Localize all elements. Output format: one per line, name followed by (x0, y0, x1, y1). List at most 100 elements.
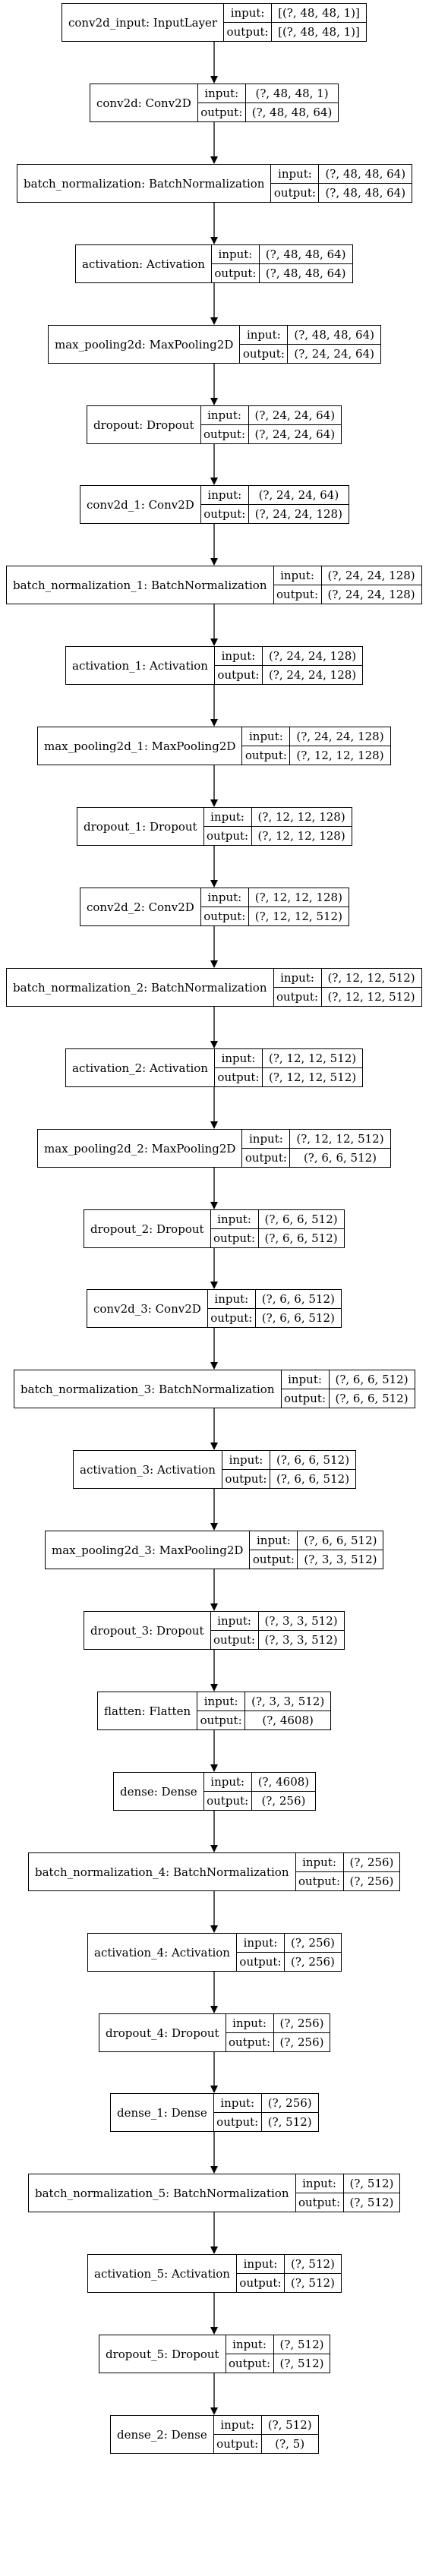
input-label: input: (240, 326, 289, 344)
layer-node: batch_normalization_2: BatchNormalizatio… (6, 968, 422, 1007)
layer-name: dropout_3: Dropout (84, 1612, 211, 1649)
input-label: input: (226, 2335, 274, 2354)
input-shape: (?, 6, 6, 512) (264, 1212, 338, 1226)
input-shape: (?, 6, 6, 512) (261, 1292, 335, 1306)
input-shape: (?, 512) (279, 2338, 324, 2351)
input-label: input: (204, 808, 252, 826)
output-label: output: (211, 1229, 259, 1247)
input-shape: (?, 12, 12, 128) (257, 810, 345, 824)
input-label: input: (237, 2255, 285, 2273)
layer-name: batch_normalization: BatchNormalization (17, 165, 272, 202)
layer-name: dropout_4: Dropout (99, 2014, 226, 2051)
input-shape: (?, 12, 12, 512) (268, 1052, 357, 1065)
input-shape: (?, 3, 3, 512) (251, 1695, 325, 1708)
arrow-head (210, 880, 218, 888)
input-label: input: (215, 647, 263, 665)
output-shape: (?, 24, 24, 64) (254, 427, 336, 441)
output-shape: (?, 24, 24, 128) (268, 668, 357, 682)
output-shape: (?, 6, 6, 512) (264, 1231, 338, 1245)
output-shape: [(?, 48, 48, 1)] (278, 25, 360, 39)
input-label: input: (274, 969, 322, 987)
arrow-head (210, 558, 218, 566)
output-label: output: (224, 23, 273, 41)
layer-node: batch_normalization_5: BatchNormalizatio… (28, 2174, 401, 2212)
layer-name: max_pooling2d_3: MaxPooling2D (46, 1531, 251, 1569)
output-label: output: (215, 1068, 263, 1086)
layer-name: conv2d_1: Conv2D (80, 486, 201, 523)
output-label: output: (204, 827, 252, 845)
input-label: input: (224, 4, 273, 22)
layer-name: dense_2: Dense (111, 2416, 214, 2453)
input-shape: (?, 4608) (257, 1775, 310, 1789)
input-shape: (?, 256) (279, 2016, 324, 2030)
input-label: input: (211, 1612, 259, 1630)
input-shape: (?, 48, 48, 64) (294, 328, 374, 342)
arrow-head (210, 1684, 218, 1692)
input-shape: (?, 6, 6, 512) (335, 1373, 408, 1386)
arrow-head (210, 1442, 218, 1450)
layer-node: batch_normalization_4: BatchNormalizatio… (28, 1852, 401, 1891)
output-shape: (?, 512) (290, 2276, 335, 2290)
output-shape: (?, 256) (290, 1955, 335, 1969)
layer-name: dropout_5: Dropout (99, 2335, 226, 2373)
output-label: output: (271, 184, 320, 202)
layer-node: batch_normalization_1: BatchNormalizatio… (6, 566, 422, 604)
output-shape: (?, 12, 12, 512) (254, 910, 342, 923)
output-label: output: (208, 1309, 256, 1327)
output-label: output: (211, 1631, 259, 1649)
input-shape: (?, 6, 6, 512) (276, 1453, 350, 1467)
layer-name: flatten: Flatten (98, 1692, 198, 1729)
input-label: input: (201, 406, 249, 424)
input-shape: (?, 256) (267, 2096, 312, 2110)
input-shape: (?, 256) (290, 1936, 335, 1950)
output-label: output: (296, 2193, 344, 2212)
input-label: input: (250, 1531, 298, 1550)
arrow-head (210, 2327, 218, 2335)
output-shape: (?, 3, 3, 512) (304, 1553, 377, 1566)
input-label: input: (271, 165, 320, 183)
input-label: input: (201, 888, 249, 906)
input-label: input: (222, 1451, 270, 1469)
arrow-head (210, 2166, 218, 2174)
layer-name: activation: Activation (76, 245, 212, 282)
output-shape: (?, 256) (261, 1794, 306, 1808)
input-shape: (?, 512) (349, 2177, 394, 2190)
input-label: input: (215, 1049, 263, 1067)
output-label: output: (274, 988, 322, 1006)
output-label: output: (250, 1550, 298, 1569)
output-label: output: (282, 1389, 330, 1408)
layer-name: batch_normalization_5: BatchNormalizatio… (29, 2174, 296, 2212)
layer-name: batch_normalization_4: BatchNormalizatio… (29, 1853, 296, 1890)
input-shape: (?, 12, 12, 512) (327, 971, 415, 985)
layer-name: max_pooling2d: MaxPooling2D (49, 326, 241, 363)
input-shape: (?, 24, 24, 64) (258, 488, 339, 502)
layer-name: activation_1: Activation (66, 647, 215, 684)
input-label: input: (237, 1934, 285, 1952)
input-label: input: (201, 486, 249, 504)
arrow-head (210, 317, 218, 325)
output-label: output: (201, 425, 249, 443)
output-shape: (?, 6, 6, 512) (261, 1311, 335, 1325)
arrow-head (210, 799, 218, 807)
input-label: input: (226, 2014, 274, 2032)
output-shape: (?, 512) (279, 2357, 324, 2370)
input-shape: (?, 12, 12, 128) (254, 891, 342, 904)
input-shape: (?, 3, 3, 512) (264, 1614, 338, 1628)
arrow-head (210, 960, 218, 968)
layer-name: conv2d_2: Conv2D (80, 888, 201, 925)
